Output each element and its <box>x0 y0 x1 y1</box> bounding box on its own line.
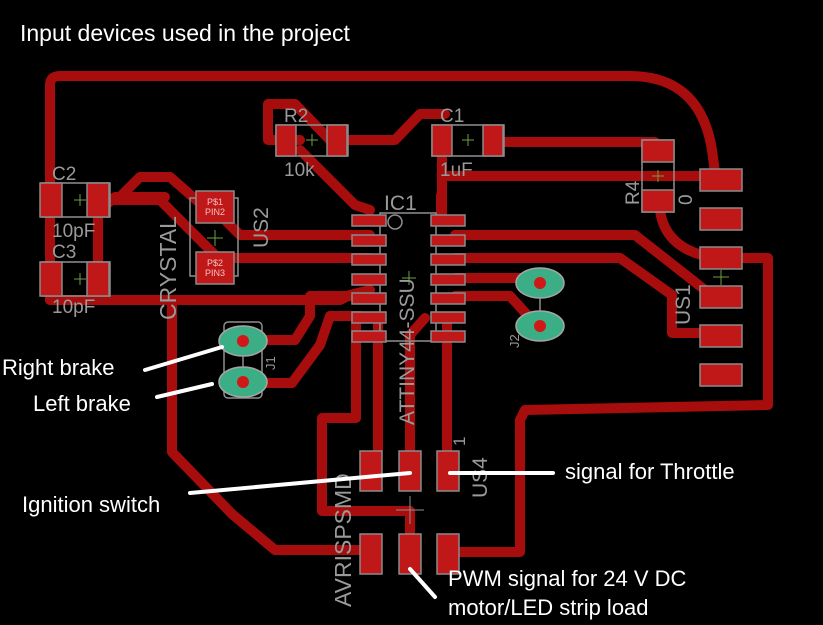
component-c3: C3 10pF <box>39 242 111 318</box>
annotation-left-brake: Left brake <box>33 391 131 416</box>
component-c1: C1 1uF <box>431 106 505 181</box>
us4-pin1-label: 1 <box>450 437 469 446</box>
r2-label: R2 <box>284 106 308 127</box>
us4-label: US4 <box>469 457 492 498</box>
trace-ic-us1-b <box>450 253 710 338</box>
crystal-pin-a-line1: P$1 <box>207 197 223 207</box>
copper-traces <box>45 71 773 557</box>
r4-label: R4 <box>623 180 644 205</box>
component-r4: R4 0 <box>623 139 697 213</box>
c1-label: C1 <box>440 106 464 127</box>
annotation-throttle: signal for Throttle <box>565 459 735 484</box>
annotation-pwm-line2: motor/LED strip load <box>448 595 649 620</box>
annotation-leaders <box>143 345 555 599</box>
annotation-pwm-line1: PWM signal for 24 V DC <box>448 566 687 591</box>
trace-left-vertical <box>167 295 370 555</box>
leader-ignition <box>188 471 412 495</box>
trace-ic-us1-a <box>450 230 710 295</box>
trace-ic-j2-b <box>450 291 535 323</box>
component-ic1: IC1 ATTINY44-SSU <box>351 192 466 425</box>
trace-us1-down <box>445 253 773 557</box>
annotation-ignition-switch: Ignition switch <box>22 492 161 517</box>
trace-ic-j1-a <box>257 291 365 345</box>
us2-label: US2 <box>250 207 273 248</box>
crystal-pin-a-line2: PIN2 <box>205 207 225 217</box>
j1-label: J1 <box>263 356 278 370</box>
trace-ic-us4-c <box>405 313 430 470</box>
ic1-left-pins <box>351 214 387 343</box>
leader-pwm <box>408 567 437 599</box>
crystal-label: CRYSTAL <box>155 216 181 320</box>
ic1-label: IC1 <box>384 192 417 215</box>
us1-label: US1 <box>672 284 695 325</box>
leader-left-brake <box>155 382 214 399</box>
ic1-value: ATTINY44-SSU <box>396 278 419 425</box>
trace-ic-j1-b <box>257 311 365 388</box>
j2-label: J2 <box>507 334 522 348</box>
trace-r2-diag <box>295 145 375 215</box>
r2-value: 10k <box>284 160 315 181</box>
connector-j2: J2 <box>507 267 565 348</box>
trace-r2-c1 <box>330 109 450 145</box>
c1-value: 1uF <box>440 160 473 181</box>
page-title: Input devices used in the project <box>20 20 350 46</box>
r4-value: 0 <box>676 194 697 205</box>
component-crystal: CRYSTAL P$1 PIN2 P$2 PIN3 US2 <box>155 190 273 320</box>
c2-value: 10pF <box>52 221 95 242</box>
trace-crystal-pin2 <box>115 172 215 217</box>
avrisp-label: AVRISPSMD <box>330 473 356 607</box>
leader-right-brake <box>143 345 224 372</box>
component-c2: C2 10pF <box>39 164 111 242</box>
trace-top-loop <box>45 71 721 305</box>
component-us1: US1 <box>672 168 743 387</box>
crystal-pin-b-line2: PIN3 <box>205 268 225 278</box>
crystal-pin-b-line1: P$2 <box>207 258 223 268</box>
c3-label: C3 <box>52 242 76 263</box>
component-r2: R2 10k <box>275 106 349 181</box>
connector-j1: J1 <box>218 321 278 399</box>
c2-label: C2 <box>52 164 76 185</box>
c3-value: 10pF <box>52 297 95 318</box>
ic1-right-pins <box>430 214 466 343</box>
annotation-right-brake: Right brake <box>2 355 115 380</box>
